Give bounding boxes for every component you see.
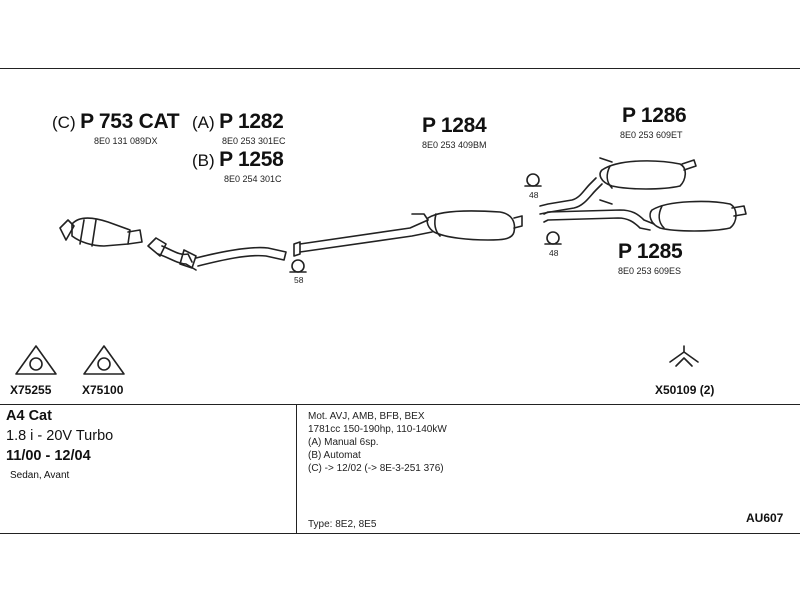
part-p1282[interactable]: (A) P 1282 xyxy=(192,110,284,134)
vehicle-years: 11/00 - 12/04 xyxy=(6,448,91,464)
clamp-x50109[interactable] xyxy=(669,345,699,367)
oem-number: 8E0 253 301EC xyxy=(222,136,286,146)
part-p1286[interactable]: P 1286 xyxy=(622,104,687,128)
part-number: P 1258 xyxy=(219,148,284,171)
gasket-code: X75100 xyxy=(82,383,124,397)
part-number: P 1285 xyxy=(618,240,683,263)
middle-muffler[interactable] xyxy=(293,210,523,257)
part-number: P 1286 xyxy=(622,104,687,127)
detail-line: (C) -> 12/02 (-> 8E-3-251 376) xyxy=(308,463,444,474)
type-line: Type: 8E2, 8E5 xyxy=(308,519,377,530)
part-p1285[interactable]: P 1285 xyxy=(618,240,683,264)
part-p753[interactable]: (C) P 753 CAT xyxy=(52,110,180,134)
oem-number: 8E0 253 409BM xyxy=(422,140,487,150)
gasket-code: X75255 xyxy=(10,383,52,397)
detail-line: 1781cc 150-190hp, 110-140kW xyxy=(308,424,447,435)
part-p1284[interactable]: P 1284 xyxy=(422,114,487,138)
vehicle-engine: 1.8 i - 20V Turbo xyxy=(6,428,114,444)
part-prefix: (C) xyxy=(52,113,76,132)
detail-line: Mot. AVJ, AMB, BFB, BEX xyxy=(308,411,425,422)
rear-muffler-upper[interactable] xyxy=(539,157,697,215)
table-column-divider xyxy=(296,404,297,534)
oem-number: 8E0 253 609ET xyxy=(620,130,683,140)
hanger-48-lower-label: 48 xyxy=(549,248,559,258)
hanger-58[interactable] xyxy=(289,259,307,273)
oem-number: 8E0 131 089DX xyxy=(94,136,158,146)
part-prefix: (B) xyxy=(192,151,215,170)
gasket-x75255[interactable] xyxy=(15,345,57,375)
part-number: P 1284 xyxy=(422,114,487,137)
hanger-58-label: 58 xyxy=(294,275,304,285)
catalog-code: AU607 xyxy=(746,511,784,525)
part-p1258[interactable]: (B) P 1258 xyxy=(192,148,284,172)
detail-line: (A) Manual 6sp. xyxy=(308,437,379,448)
oem-number: 8E0 253 609ES xyxy=(618,266,682,276)
detail-line: (B) Automat xyxy=(308,450,361,461)
clamp-code: X50109 (2) xyxy=(655,383,715,397)
front-pipe[interactable] xyxy=(147,237,287,271)
diagram-frame xyxy=(0,68,800,534)
part-number: P 753 CAT xyxy=(80,110,180,133)
table-divider xyxy=(0,404,800,405)
gasket-x75100[interactable] xyxy=(83,345,125,375)
hanger-48-upper-label: 48 xyxy=(529,190,539,200)
vehicle-body: Sedan, Avant xyxy=(10,470,70,481)
hanger-48-lower[interactable] xyxy=(544,231,562,245)
details-block: Mot. AVJ, AMB, BFB, BEX 1781cc 150-190hp… xyxy=(308,410,447,475)
rear-muffler-lower[interactable] xyxy=(543,199,747,232)
part-prefix: (A) xyxy=(192,113,215,132)
catalytic-converter[interactable] xyxy=(59,217,143,247)
oem-number: 8E0 254 301C xyxy=(224,174,282,184)
hanger-48-upper[interactable] xyxy=(524,173,542,187)
part-number: P 1282 xyxy=(219,110,284,133)
vehicle-model: A4 Cat xyxy=(6,408,52,424)
